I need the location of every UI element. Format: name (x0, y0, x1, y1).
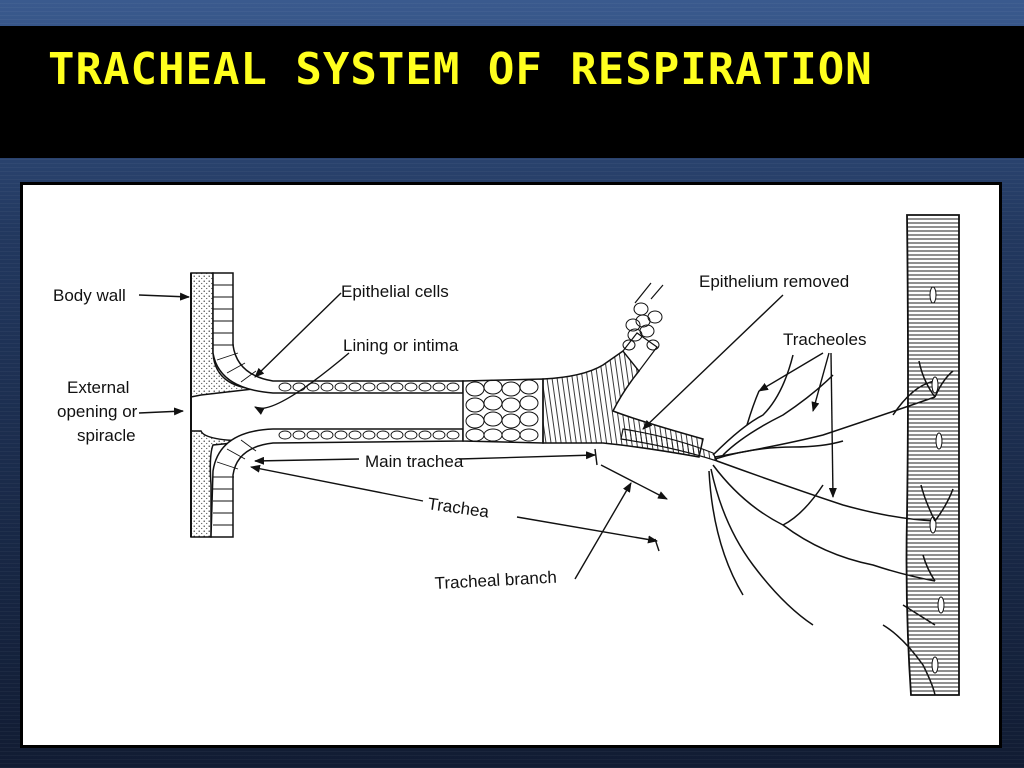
trachea-lumen (263, 397, 463, 425)
body-wall (190, 272, 254, 538)
tracheole-network (708, 354, 936, 696)
label-trachea: Trachea (426, 494, 490, 521)
label-external-2: opening or (57, 402, 138, 421)
striated-trachea (542, 349, 704, 458)
label-external-3: spiracle (77, 426, 136, 445)
title-band (0, 26, 1024, 158)
tracheal-diagram: Body wall Epithelial cells Lining or int… (53, 214, 960, 696)
label-epithelial-cells: Epithelial cells (341, 282, 449, 301)
muscle-fiber (905, 214, 960, 696)
label-body-wall: Body wall (53, 286, 126, 305)
slide-title: TRACHEAL SYSTEM OF RESPIRATION (48, 44, 873, 95)
label-main-trachea: Main trachea (365, 452, 464, 471)
upper-cell-branch (622, 282, 664, 372)
label-lining-intima: Lining or intima (343, 336, 459, 355)
label-tracheal-branch: Tracheal branch (434, 568, 557, 593)
lower-epithelium (210, 428, 464, 538)
label-epithelium-removed: Epithelium removed (699, 272, 849, 291)
label-tracheoles: Tracheoles (783, 330, 866, 349)
cell-cluster (462, 378, 544, 444)
leader-lines (138, 292, 837, 580)
diagram-panel: Body wall Epithelial cells Lining or int… (20, 182, 1002, 748)
label-external-1: External (67, 378, 129, 397)
